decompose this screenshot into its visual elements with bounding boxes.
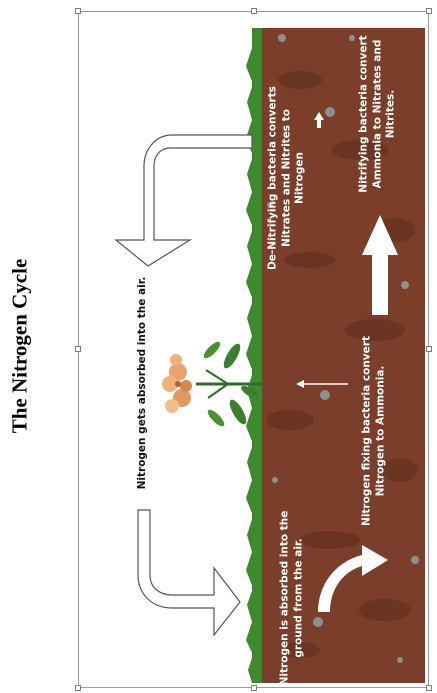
flower: [162, 341, 262, 427]
grass: [246, 28, 262, 683]
resize-handle-top-right[interactable]: [426, 8, 432, 14]
resize-handle-bottom-left[interactable]: [75, 685, 81, 691]
arrow-denitrifying-icon: [314, 112, 324, 128]
soil-texture: [266, 71, 418, 658]
resize-handle-middle-right[interactable]: [426, 346, 432, 352]
arrow-nitrifying-icon: [362, 215, 398, 315]
resize-handle-top-left[interactable]: [75, 8, 81, 14]
selection-frame[interactable]: [75, 8, 432, 691]
arrow-fixing-icon: [318, 545, 388, 612]
arrow-air-icon: [114, 134, 253, 267]
soil-pebbles: [267, 34, 419, 663]
arrow-root-icon: [296, 380, 304, 388]
resize-handle-bottom-right[interactable]: [426, 685, 432, 691]
resize-handle-top-center[interactable]: [251, 8, 257, 14]
arrow-ground-icon: [137, 509, 241, 637]
resize-handle-middle-left[interactable]: [75, 346, 81, 352]
resize-handle-bottom-center[interactable]: [251, 685, 257, 691]
